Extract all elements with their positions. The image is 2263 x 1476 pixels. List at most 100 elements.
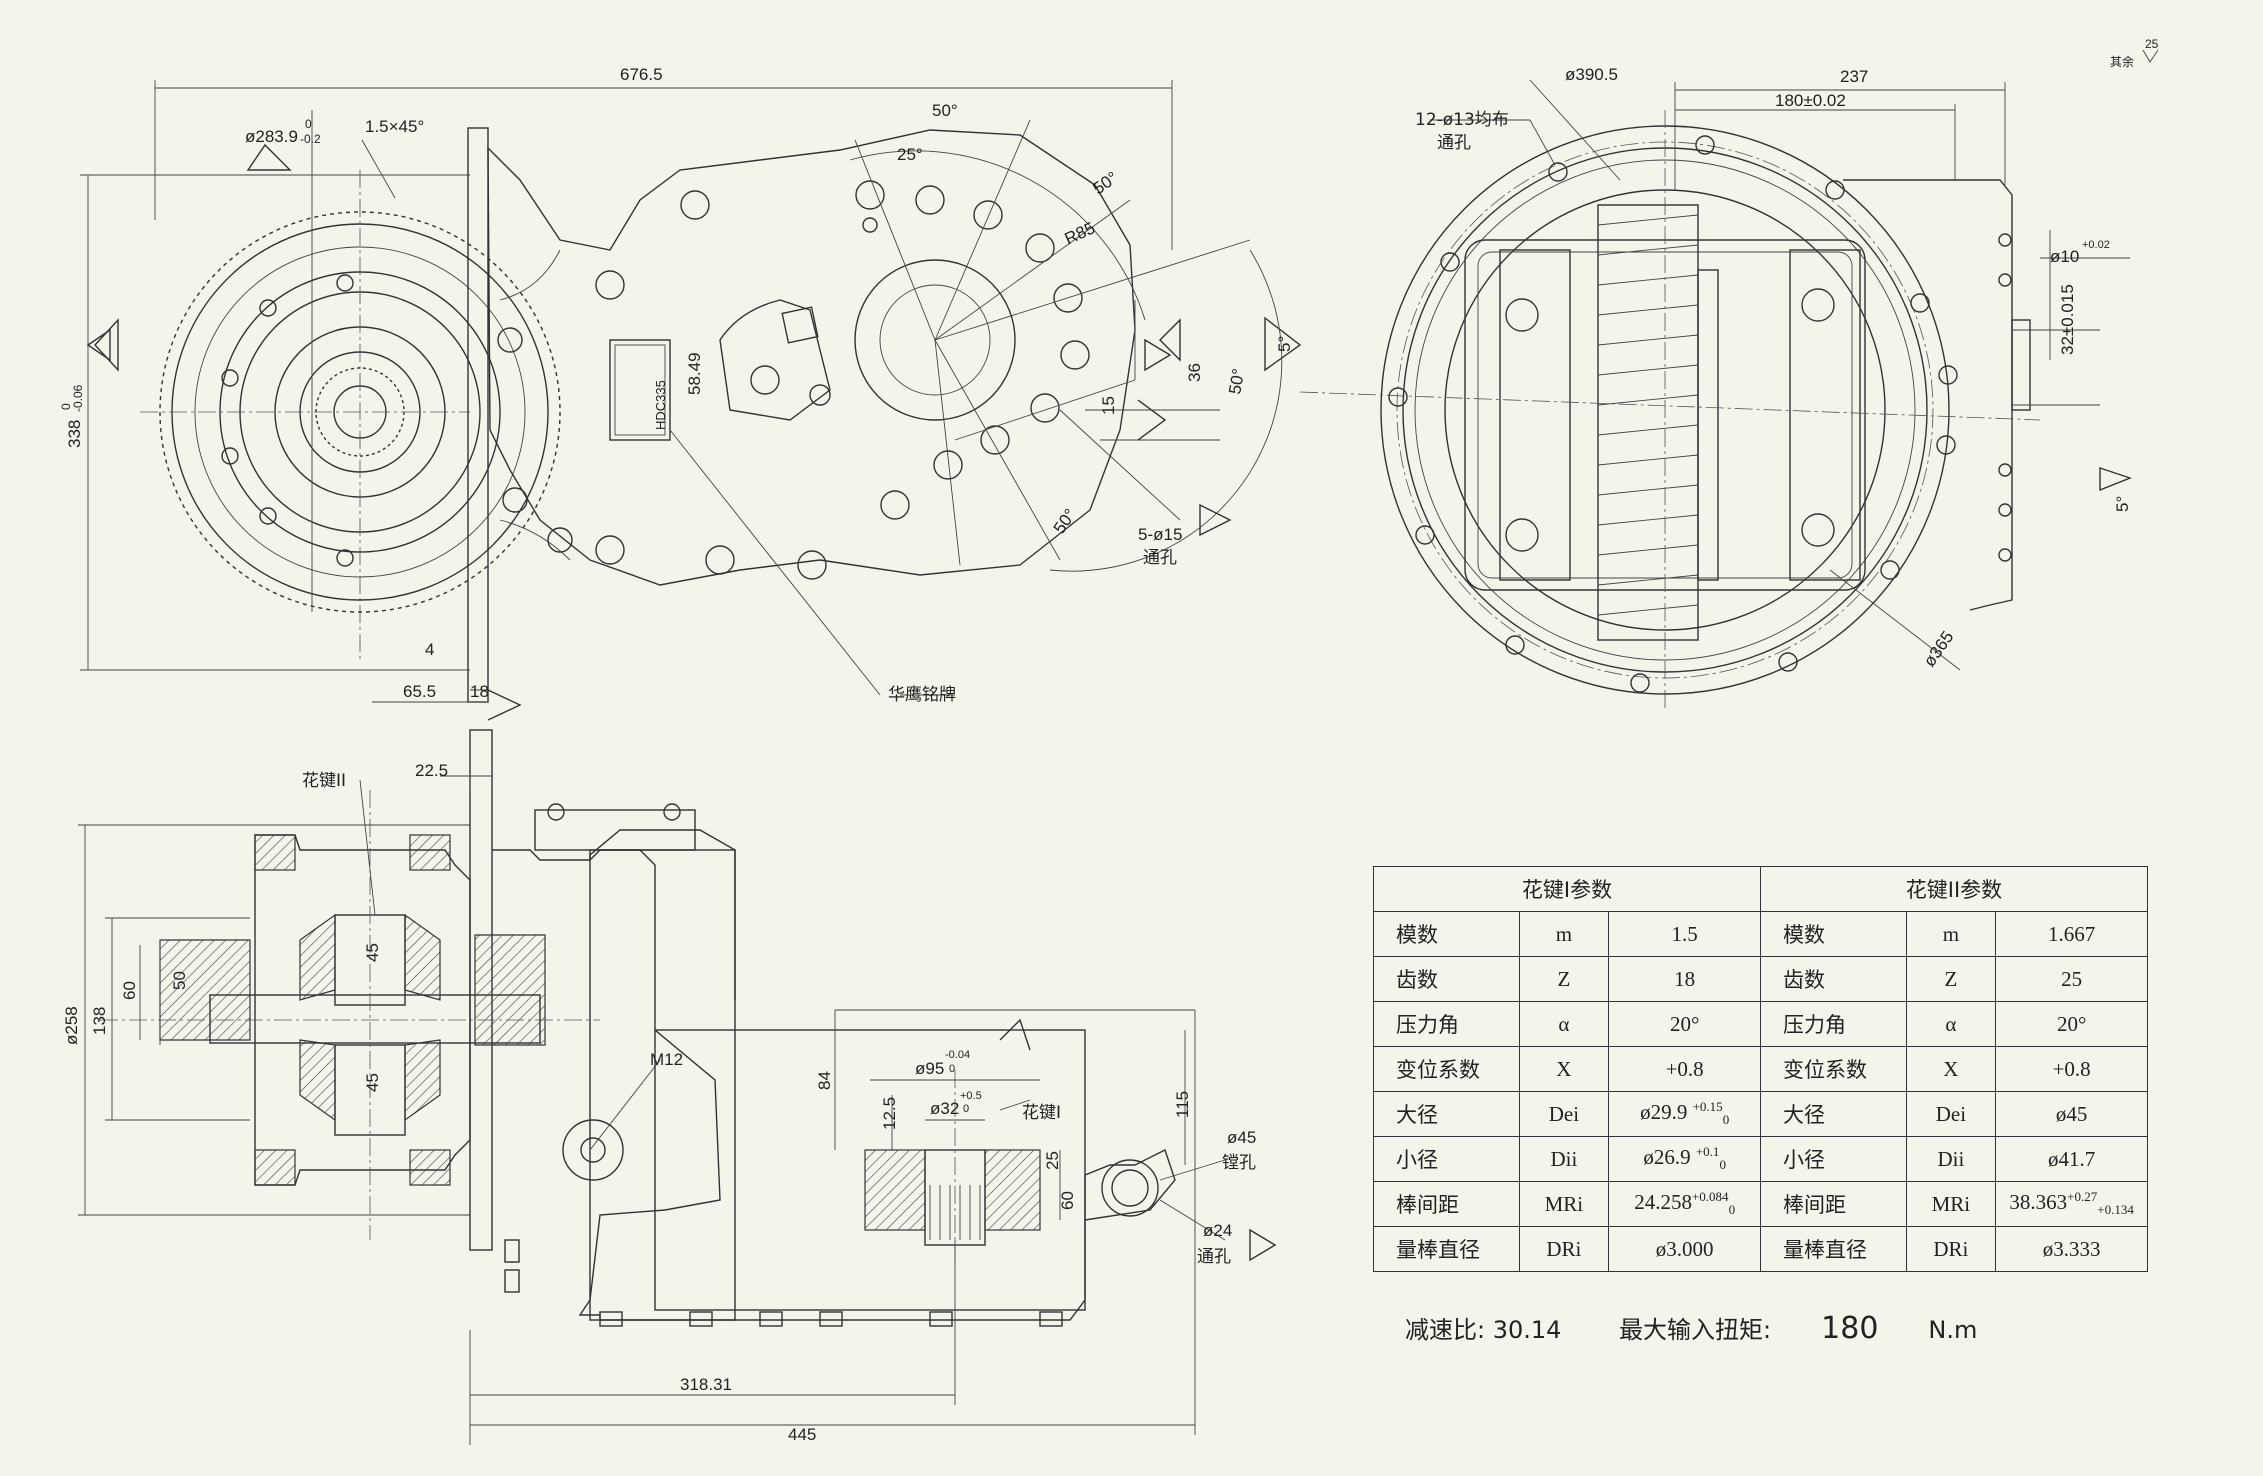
dim-318: 318.31 [680, 1375, 732, 1394]
dim-dia-24: ø24 [1203, 1221, 1232, 1240]
housing-bolt-holes [497, 180, 1090, 580]
table-row: 模数 m 1.5 模数 m 1.667 [1373, 911, 2148, 957]
dim-dia-95-tol-up: -0.04 [945, 1049, 970, 1061]
tol-up: +0.1 [1695, 1144, 1720, 1160]
flange-plate [467, 127, 489, 703]
angle-5-left: 5° [1275, 336, 1294, 352]
cell-sym-ii: Z [1905, 956, 1997, 1002]
dim-dia-95-tol-low: 0 [949, 1063, 955, 1075]
top-left-view: HDC335 [80, 80, 1283, 721]
cell-name-ii: 压力角 [1760, 1001, 1907, 1047]
dim-45-bot: 45 [363, 1073, 382, 1092]
cell-name-ii: 棒间距 [1760, 1181, 1907, 1227]
dim-gear-dia: ø283.9 [245, 127, 298, 146]
gear-bolt-holes [221, 274, 354, 567]
cell-name-ii: 齿数 [1760, 956, 1907, 1002]
dim-height-tol-up: 0 [59, 403, 73, 410]
nameplate [609, 339, 671, 441]
angle-50-bottom: 50° [1050, 505, 1080, 537]
dim-84: 84 [815, 1071, 834, 1090]
cell-name-ii: 变位系数 [1760, 1046, 1907, 1092]
cell-val-i: 20° [1608, 1001, 1761, 1047]
table-row: 压力角 α 20° 压力角 α 20° [1373, 1001, 2148, 1047]
bottom-section-view [78, 729, 1277, 1445]
dim-dia-10: ø10 [2050, 247, 2079, 266]
tol-low: 0 [1719, 1157, 1726, 1173]
dim-138: 138 [90, 1007, 109, 1035]
cell-name-i: 齿数 [1373, 956, 1520, 1002]
cell-sym-i: Dei [1518, 1091, 1610, 1137]
cell-sym-ii: DRi [1905, 1226, 1997, 1272]
table-header-row: 花键I参数 花键II参数 [1373, 866, 2148, 912]
dim-60: 60 [120, 981, 139, 1000]
dim-dia-390: ø390.5 [1565, 65, 1618, 84]
angle-25: 25° [897, 145, 923, 164]
holes-12-through: 通孔 [1437, 133, 1471, 153]
dim-115: 115 [1173, 1091, 1192, 1118]
cell-name-i: 小径 [1373, 1136, 1520, 1182]
dim-180: 180±0.02 [1775, 91, 1846, 110]
table-row: 大径 Dei ø29.9 +0.150 大径 Dei ø45 [1373, 1091, 2148, 1137]
cell-val-i: +0.8 [1608, 1046, 1761, 1092]
cell-name-i: 变位系数 [1373, 1046, 1520, 1092]
cell-sym-ii: Dei [1905, 1091, 1997, 1137]
cell-sym-i: MRi [1518, 1181, 1610, 1227]
val: ø29.9 [1640, 1100, 1688, 1125]
dim-58: 58.49 [685, 352, 704, 395]
bottom-bolts [504, 1239, 1063, 1327]
cell-name-ii: 量棒直径 [1760, 1226, 1907, 1272]
cell-name-ii: 模数 [1760, 911, 1907, 957]
gear-helix-lines [1597, 214, 1699, 616]
header-spline-ii: 花键II参数 [1760, 866, 2148, 912]
dim-45-top: 45 [363, 943, 382, 962]
cell-sym-i: Dii [1518, 1136, 1610, 1182]
dim-dia-32-tol-up: +0.5 [960, 1090, 982, 1102]
holes-5: 5-ø15 [1138, 525, 1182, 544]
diff-housing [254, 834, 471, 1186]
input-arm [719, 299, 831, 421]
nameplate-callout: 华鹰铭牌 [888, 685, 956, 705]
label-through-hole: 通孔 [1197, 1247, 1231, 1267]
val: ø26.9 [1643, 1145, 1691, 1170]
torque-unit: N.m [1928, 1316, 1978, 1344]
cell-sym-i: DRi [1518, 1226, 1610, 1272]
torque-label: 最大输入扭矩: [1619, 1316, 1772, 1344]
dim-32: 32±0.015 [2058, 284, 2077, 355]
holes-5-through: 通孔 [1143, 548, 1177, 568]
dim-height: 338 [65, 420, 84, 448]
thread-m12: M12 [650, 1050, 683, 1069]
dim-flange-thk: 18 [470, 682, 489, 701]
label-spline-ii: 花键II [302, 771, 346, 791]
nameplate-text: HDC335 [653, 380, 668, 430]
cell-val-i: ø29.9 +0.150 [1608, 1091, 1761, 1137]
top-right-view [1264, 49, 2159, 710]
cell-val-ii: ø45 [1995, 1091, 2148, 1137]
cell-name-i: 棒间距 [1373, 1181, 1520, 1227]
angle-5-right: 5° [2113, 496, 2132, 512]
reduction-ratio: 减速比: 30.14 [1405, 1316, 1562, 1344]
dim-gear-tol-up: 0 [305, 117, 312, 131]
dim-25: 25 [1043, 1151, 1062, 1170]
cell-val-i: ø3.000 [1608, 1226, 1761, 1272]
cell-name-i: 量棒直径 [1373, 1226, 1520, 1272]
dim-60-right: 60 [1058, 1191, 1077, 1210]
cell-sym-ii: m [1905, 911, 1997, 957]
holes-12: 12-ø13均布 [1415, 110, 1509, 130]
dim-radius: R85 [1062, 218, 1098, 248]
cell-val-ii: +0.8 [1995, 1046, 2148, 1092]
helical-gear [1597, 204, 1699, 641]
angle-50-right: 50° [1089, 168, 1121, 198]
dim-bolt-dist: 65.5 [403, 682, 436, 701]
dim-dia-258: ø258 [62, 1006, 81, 1045]
dim-chamfer: 1.5×45° [365, 117, 424, 136]
dim-dia-32: ø32 [930, 1099, 959, 1118]
dim-445: 445 [788, 1425, 816, 1444]
cell-sym-ii: X [1905, 1046, 1997, 1092]
flange-bolt-holes [1388, 135, 1958, 693]
cell-sym-i: Z [1518, 956, 1610, 1002]
dim-15: 15 [1099, 396, 1118, 415]
